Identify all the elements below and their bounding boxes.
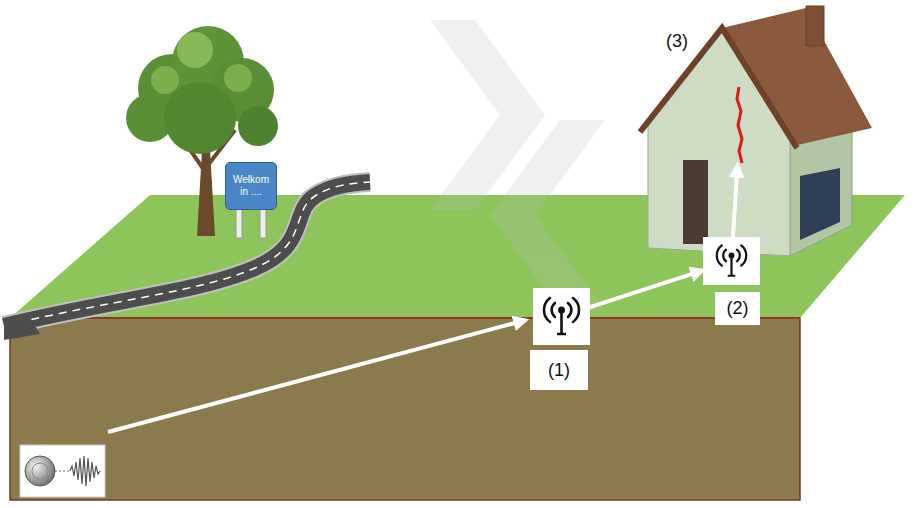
- seismic-waveform: [70, 456, 100, 486]
- welcome-sign: Welkom in ....: [225, 162, 277, 210]
- house-chimney: [806, 6, 824, 46]
- antenna-mast: [728, 258, 736, 276]
- radio-wave-arc: [737, 250, 740, 262]
- house-side-wall: [790, 126, 852, 256]
- antenna-mast: [557, 313, 566, 334]
- seismic-source-ball: [25, 456, 55, 486]
- antenna-symbol: [703, 237, 760, 285]
- wave-path-arrow: [108, 320, 526, 432]
- tree-leaves: [238, 106, 278, 146]
- tree-highlight: [224, 64, 252, 92]
- tree-highlight: [151, 66, 179, 94]
- radio-wave-arc: [544, 298, 550, 322]
- sensor-station: (1): [533, 288, 590, 345]
- house-window: [800, 168, 840, 240]
- road-cut: [4, 318, 40, 340]
- callout-number: (2): [715, 292, 760, 325]
- tree-canopy: [126, 26, 278, 154]
- road-centre-line: [4, 182, 370, 326]
- signal-arrow: [733, 165, 738, 237]
- antenna-symbol: [533, 288, 590, 345]
- radio-wave-arc: [573, 298, 579, 322]
- watermark-chevron: [490, 120, 605, 310]
- seismic-source-line: [55, 471, 70, 472]
- radio-wave-arc: [552, 303, 555, 317]
- tree-highlight: [177, 32, 213, 68]
- watermark-logo: [430, 20, 605, 310]
- house-roof: [722, 8, 872, 146]
- crack-line: [737, 87, 742, 163]
- sensor-station: (2): [703, 237, 760, 285]
- tree-leaves: [164, 82, 236, 154]
- sign-post: [236, 208, 242, 238]
- roof-trim: [640, 28, 797, 148]
- house-door: [683, 160, 708, 244]
- radio-wave-arc: [568, 303, 571, 317]
- seismic-source-ring: [32, 463, 48, 479]
- seismic-source-box: [20, 445, 105, 497]
- crack-line: [730, 85, 750, 165]
- road: [4, 182, 370, 326]
- sign-text: Welkom in ....: [229, 174, 273, 198]
- callout-number: (3): [660, 28, 694, 54]
- wall-crack: (3): [730, 85, 750, 165]
- radio-wave-arc: [723, 250, 726, 262]
- callout-number: (1): [530, 350, 588, 390]
- road-verge: [4, 182, 370, 326]
- radio-wave-arc: [741, 245, 746, 265]
- antenna-dot: [558, 307, 565, 314]
- ground-edge: [10, 317, 800, 319]
- antenna-dot: [729, 253, 735, 259]
- sign-post: [260, 208, 266, 238]
- soil-block: [10, 318, 800, 500]
- signal-arrow: [590, 270, 703, 307]
- radio-wave-arc: [717, 245, 722, 265]
